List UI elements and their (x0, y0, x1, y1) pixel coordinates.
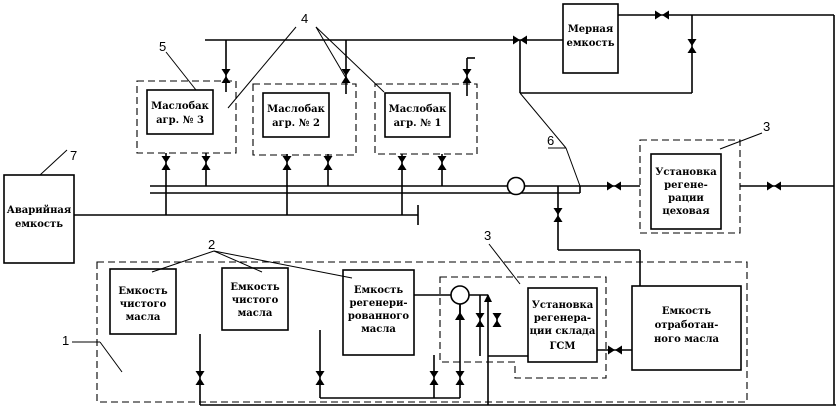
regen-unit-warehouse-label-4: ГСМ (550, 341, 576, 352)
callout-6: 6 (547, 133, 554, 148)
regen-unit-shop-label-3: рации (668, 193, 704, 204)
regen-unit-warehouse-label-1: Установка (532, 300, 594, 311)
valve-tank1-inlet (462, 69, 472, 83)
oil-tank-2-label-2: агр. № 2 (272, 118, 320, 129)
regenerated-oil-tank-label-4: масла (361, 324, 396, 335)
regen-unit-shop: Установка регене- рации цеховая (650, 153, 722, 230)
regen-unit-shop-label-4: цеховая (662, 206, 710, 217)
callout-1: 1 (62, 333, 69, 348)
valve-waste-in (608, 345, 622, 355)
oil-tank-2: Маслобак агр. № 2 (262, 92, 330, 138)
clean-oil-tank-b: Емкость чистого масла (221, 267, 289, 331)
callout-3-bottom: 3 (484, 228, 491, 243)
regenerated-oil-tank-label-3: рованного (348, 311, 410, 322)
oil-tank-1-label-1: Маслобак (389, 104, 448, 115)
regenerated-oil-tank-label-2: регенери- (349, 298, 407, 309)
valve-to-warehouse (553, 208, 563, 222)
clean-oil-tank-a-label-1: Емкость (118, 286, 167, 297)
valve-tank2-out-b (323, 156, 333, 170)
oil-tank-1-label-2: агр. № 1 (394, 118, 442, 129)
valve-tank3-out-b (201, 156, 211, 170)
oil-tank-3: Маслобак агр. № 3 (146, 89, 214, 135)
enclosure-oil-tank-1 (374, 83, 478, 155)
clean-oil-tank-a-label-3: масла (126, 312, 161, 323)
regenerated-oil-tank: Емкость регенери- рованного масла (342, 269, 415, 356)
clean-oil-tank-b-label-3: масла (238, 308, 273, 319)
clean-oil-tank-b-label-2: чистого (232, 295, 279, 306)
oil-tank-3-label-1: Маслобак (151, 101, 210, 112)
valve-pump-return (455, 371, 465, 385)
callout-5: 5 (159, 39, 166, 54)
valve-tank2-out-a (282, 156, 292, 170)
valve-regen-shop-in (607, 181, 621, 191)
callout-7: 7 (70, 148, 77, 163)
clean-oil-tank-a: Емкость чистого масла (109, 268, 177, 335)
callout-2: 2 (208, 237, 215, 252)
measuring-tank-label-2: емкость (566, 38, 614, 49)
valve-measuring-drain (687, 39, 697, 53)
regen-unit-warehouse: Установка регенера- ции склада ГСМ (527, 287, 598, 363)
pump-main (506, 176, 526, 196)
regen-unit-warehouse-label-2: регенера- (534, 313, 591, 324)
callout-4: 4 (301, 11, 308, 26)
clean-oil-tank-b-label-1: Емкость (230, 282, 279, 293)
valve-clean-a (195, 371, 205, 385)
oil-tank-1: Маслобак агр. № 1 (384, 92, 451, 138)
valve-tank1-out-a (397, 156, 407, 170)
emergency-tank: Аварийная емкость (3, 174, 75, 264)
measuring-tank: Мерная емкость (562, 3, 619, 74)
pump-warehouse (450, 285, 470, 305)
oil-tank-3-label-2: агр. № 3 (156, 115, 204, 126)
clean-oil-tank-a-label-2: чистого (120, 299, 167, 310)
pipelines (74, 14, 836, 406)
emergency-tank-label-1: Аварийная (7, 205, 72, 216)
valve-tank3-inlet (221, 69, 231, 83)
waste-oil-tank: Емкость отработан- ного масла (631, 285, 742, 371)
enclosure-oil-tank-2 (252, 83, 357, 156)
valve-tank3-out-a (161, 156, 171, 170)
valve-regen-shop-out (767, 181, 781, 191)
waste-oil-tank-label-3: ного масла (654, 334, 720, 345)
valve-top-right (655, 10, 669, 20)
waste-oil-tank-label-1: Емкость (662, 306, 711, 317)
regen-unit-shop-label-1: Установка (655, 167, 717, 178)
valve-clean-b (315, 371, 325, 385)
enclosure-regen-warehouse (439, 276, 607, 379)
regen-unit-shop-label-2: регене- (664, 180, 708, 191)
emergency-tank-label-2: емкость (15, 219, 63, 230)
callout-3-top: 3 (763, 119, 770, 134)
valve-regenerated (429, 371, 439, 385)
valve-tank2-inlet (341, 69, 351, 83)
regen-unit-warehouse-label-3: ции склада (530, 326, 596, 337)
callout-leaders (39, 26, 763, 373)
waste-oil-tank-label-2: отработан- (655, 320, 719, 331)
enclosure-oil-tank-3 (136, 80, 237, 154)
enclosure-oil-warehouse (96, 261, 748, 403)
valve-regen-wh-a (475, 313, 485, 327)
oil-tank-2-label-1: Маслобак (267, 104, 326, 115)
measuring-tank-label-1: Мерная (568, 24, 614, 35)
valve-tank1-out-b (437, 156, 447, 170)
regenerated-oil-tank-label-1: Емкость (354, 285, 403, 296)
